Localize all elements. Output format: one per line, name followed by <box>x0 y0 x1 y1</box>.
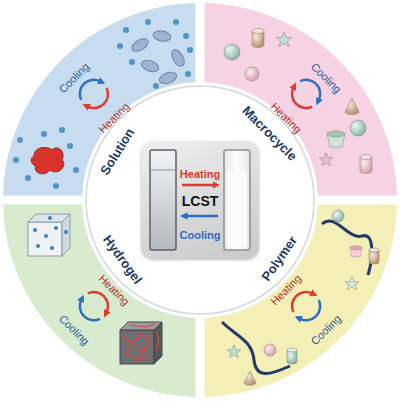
center-ring <box>86 86 314 314</box>
sector-fill <box>3 205 195 397</box>
process-label: Heating <box>180 168 220 181</box>
sector-shape <box>200 200 400 401</box>
center-panel: HeatingLCST Cooling <box>141 141 259 259</box>
quadrant-sector: PolymerHeatingCooling <box>200 200 400 401</box>
sector-shape <box>0 200 200 401</box>
quadrant-sector: HydrogelHeatingCooling <box>0 200 200 401</box>
sector-fill <box>205 205 397 397</box>
center-title: LCST <box>182 193 219 209</box>
process-label: Cooling <box>180 229 221 242</box>
